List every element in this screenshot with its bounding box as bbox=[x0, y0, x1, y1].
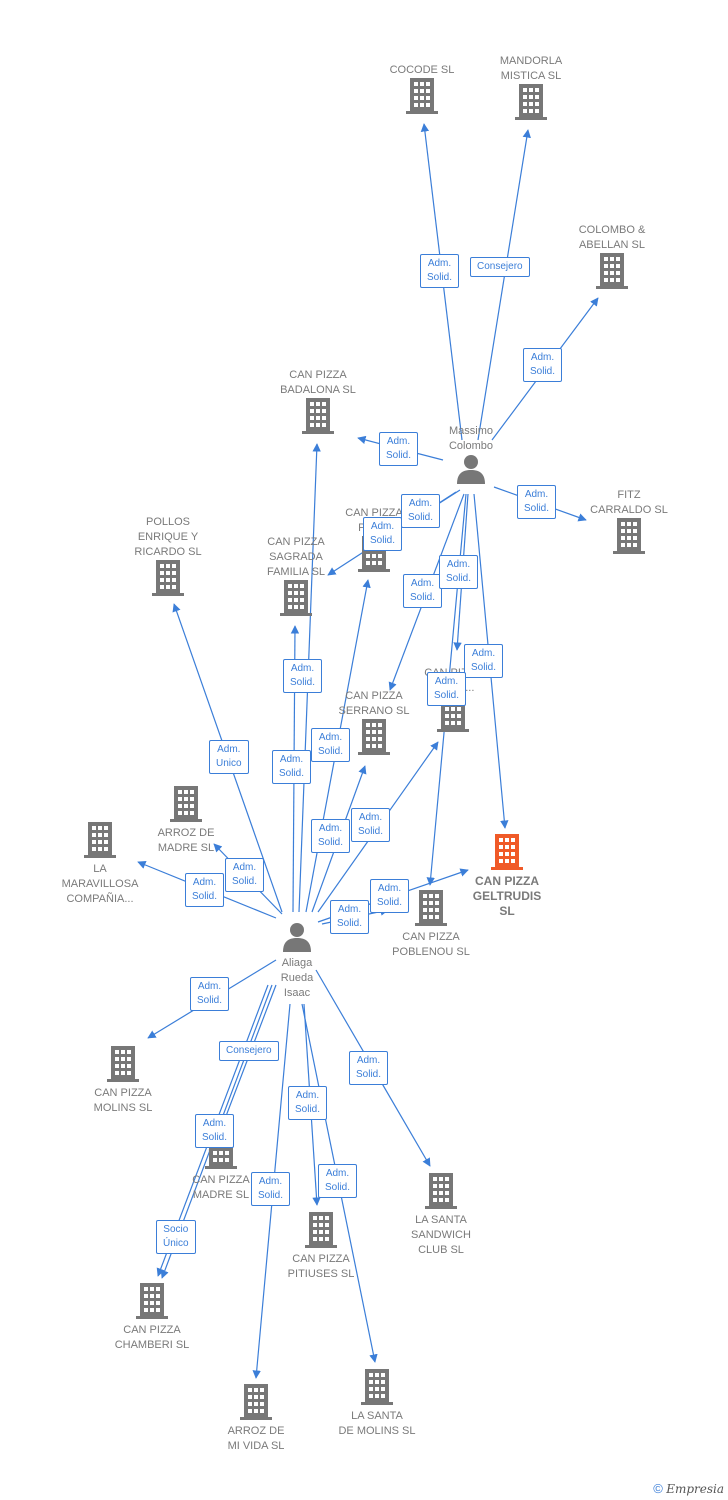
node-pitiuses[interactable]: CAN PIZZA PITIUSES SL bbox=[256, 1212, 386, 1282]
edge-label-aliaga-santa_molins[interactable]: Adm. Solid. bbox=[318, 1164, 358, 1198]
edge-label-aliaga-pollos[interactable]: Adm. Unico bbox=[209, 740, 249, 774]
edge-label-aliaga-pra[interactable]: Adm. Solid. bbox=[311, 728, 351, 762]
edge-label-massimo-serrano[interactable]: Adm. Solid. bbox=[403, 574, 443, 608]
node-label: COCODE SL bbox=[389, 64, 455, 76]
edge-label-aliaga-arroz_madre[interactable]: Adm. Solid. bbox=[225, 858, 265, 892]
edge-label-massimo-mandorla[interactable]: Consejero bbox=[470, 257, 530, 277]
edge-label-massimo-poblenou[interactable]: Adm. Solid. bbox=[427, 672, 467, 706]
person-icon bbox=[406, 454, 536, 484]
building-icon bbox=[312, 1369, 442, 1405]
edge-label-massimo-fitz[interactable]: Adm. Solid. bbox=[517, 485, 557, 519]
node-aliaga[interactable]: Aliaga Rueda Isaac bbox=[232, 922, 362, 1001]
edge-label-aliaga-pitiuses[interactable]: Adm. Solid. bbox=[288, 1086, 328, 1120]
person-icon bbox=[232, 922, 362, 952]
building-icon bbox=[253, 398, 383, 434]
node-sandwich[interactable]: LA SANTA SANDWICH CLUB SL bbox=[376, 1173, 506, 1258]
building-icon bbox=[466, 84, 596, 120]
node-label: CAN PIZZA CHAMBERI SL bbox=[114, 1324, 190, 1351]
building-icon bbox=[309, 719, 439, 755]
node-label: MANDORLA MISTICA SL bbox=[499, 55, 563, 82]
node-poblenou[interactable]: CAN PIZZA POBLENOU SL bbox=[366, 890, 496, 960]
edge-label-massimo-universal[interactable]: Adm. Solid. bbox=[439, 555, 479, 589]
node-label: COLOMBO & ABELLAN SL bbox=[578, 224, 646, 251]
node-chamberi[interactable]: CAN PIZZA CHAMBERI SL bbox=[87, 1283, 217, 1353]
copyright-icon: © bbox=[653, 1481, 663, 1496]
brand-logo: Empresia bbox=[666, 1482, 724, 1496]
node-label: CAN PIZZA PITIUSES SL bbox=[287, 1253, 355, 1280]
edge-label-aliaga-poblenou[interactable]: Adm. Solid. bbox=[330, 900, 370, 934]
edge-label-aliaga-universal[interactable]: Adm. Solid. bbox=[351, 808, 391, 842]
edge-label-aliaga-badalona[interactable]: Adm. Solid. bbox=[272, 750, 312, 784]
node-label: POLLOS ENRIQUE Y RICARDO SL bbox=[134, 516, 202, 558]
node-label: LA SANTA SANDWICH CLUB SL bbox=[411, 1214, 471, 1256]
node-arroz_vida[interactable]: ARROZ DE MI VIDA SL bbox=[191, 1384, 321, 1454]
edge-label-massimo-geltrudis[interactable]: Adm. Solid. bbox=[464, 644, 504, 678]
building-icon bbox=[366, 890, 496, 926]
building-icon bbox=[547, 253, 677, 289]
edge-label-massimo-pra[interactable]: Adm. Solid. bbox=[401, 494, 441, 528]
edge-label-aliaga-chamberi[interactable]: Socio Único bbox=[156, 1220, 196, 1254]
node-serrano[interactable]: CAN PIZZA SERRANO SL bbox=[309, 689, 439, 755]
building-icon bbox=[121, 786, 251, 822]
building-icon bbox=[87, 1283, 217, 1319]
building-icon bbox=[564, 518, 694, 554]
edge-label-aliaga-maravillosa[interactable]: Adm. Solid. bbox=[185, 873, 225, 907]
edge-label-massimo-badalona[interactable]: Adm. Solid. bbox=[379, 432, 419, 466]
node-label: CAN PIZZA GELTRUDIS SL bbox=[472, 874, 542, 918]
node-label: LA SANTA DE MOLINS SL bbox=[338, 1410, 416, 1437]
edge-label-aliaga-molins[interactable]: Adm. Solid. bbox=[190, 977, 230, 1011]
node-label: Massimo Colombo bbox=[448, 425, 494, 452]
node-sagrada[interactable]: CAN PIZZA SAGRADA FAMILIA SL bbox=[231, 535, 361, 616]
node-colombo_abellan[interactable]: COLOMBO & ABELLAN SL bbox=[547, 223, 677, 289]
edge-massimo-mandorla bbox=[477, 129, 531, 441]
node-santa_molins[interactable]: LA SANTA DE MOLINS SL bbox=[312, 1369, 442, 1439]
node-label: FITZ CARRALDO SL bbox=[590, 489, 668, 516]
building-icon bbox=[442, 834, 572, 870]
building-icon bbox=[357, 78, 487, 114]
node-label: CAN PIZZA POBLENOU SL bbox=[392, 931, 470, 958]
node-geltrudis[interactable]: CAN PIZZA GELTRUDIS SL bbox=[442, 834, 572, 919]
node-massimo[interactable]: Massimo Colombo bbox=[406, 424, 536, 484]
node-label: CAN PIZZA MOLINS SL bbox=[93, 1087, 153, 1114]
edge-label-aliaga-sandwich[interactable]: Adm. Solid. bbox=[349, 1051, 389, 1085]
node-arroz_madre[interactable]: ARROZ DE MADRE SL bbox=[121, 786, 251, 856]
building-icon bbox=[35, 822, 165, 858]
node-label: CAN PIZZA SERRANO SL bbox=[338, 690, 410, 717]
node-label: CAN PIZZA SAGRADA FAMILIA SL bbox=[266, 536, 326, 578]
building-icon bbox=[376, 1173, 506, 1209]
node-molins[interactable]: CAN PIZZA MOLINS SL bbox=[58, 1046, 188, 1116]
edge-label-massimo-cocode[interactable]: Adm. Solid. bbox=[420, 254, 460, 288]
building-icon bbox=[231, 580, 361, 616]
empresia-watermark: © Empresia bbox=[653, 1481, 724, 1496]
node-label: Aliaga Rueda Isaac bbox=[280, 957, 314, 999]
node-maravillosa[interactable]: LA MARAVILLOSA COMPAÑIA... bbox=[35, 822, 165, 907]
node-label: ARROZ DE MADRE SL bbox=[157, 827, 215, 854]
node-fitz[interactable]: FITZ CARRALDO SL bbox=[564, 488, 694, 554]
edge-label-aliaga-sagrada[interactable]: Adm. Solid. bbox=[283, 659, 323, 693]
node-mandorla[interactable]: MANDORLA MISTICA SL bbox=[466, 54, 596, 120]
edge-label-aliaga-arroz_vida[interactable]: Adm. Solid. bbox=[251, 1172, 291, 1206]
edge-label-massimo-sagrada[interactable]: Adm. Solid. bbox=[363, 517, 403, 551]
edge-label-aliaga-pizza_madre[interactable]: Consejero bbox=[219, 1041, 279, 1061]
building-icon bbox=[103, 560, 233, 596]
node-label: CAN PIZZA MADRE SL bbox=[192, 1174, 250, 1201]
node-label: CAN PIZZA BADALONA SL bbox=[280, 369, 356, 396]
node-cocode[interactable]: COCODE SL bbox=[357, 63, 487, 114]
node-pollos[interactable]: POLLOS ENRIQUE Y RICARDO SL bbox=[103, 515, 233, 596]
edge-label-aliaga-geltrudis[interactable]: Adm. Solid. bbox=[370, 879, 410, 913]
edge-label-aliaga-serrano[interactable]: Adm. Solid. bbox=[311, 819, 351, 853]
edge-label-massimo-colombo_abellan[interactable]: Adm. Solid. bbox=[523, 348, 563, 382]
node-label: ARROZ DE MI VIDA SL bbox=[227, 1425, 285, 1452]
node-label: LA MARAVILLOSA COMPAÑIA... bbox=[61, 863, 139, 905]
node-badalona[interactable]: CAN PIZZA BADALONA SL bbox=[253, 368, 383, 434]
building-icon bbox=[256, 1212, 386, 1248]
edge-label-aliaga-chamberi[interactable]: Adm. Solid. bbox=[195, 1114, 235, 1148]
building-icon bbox=[58, 1046, 188, 1082]
building-icon bbox=[191, 1384, 321, 1420]
